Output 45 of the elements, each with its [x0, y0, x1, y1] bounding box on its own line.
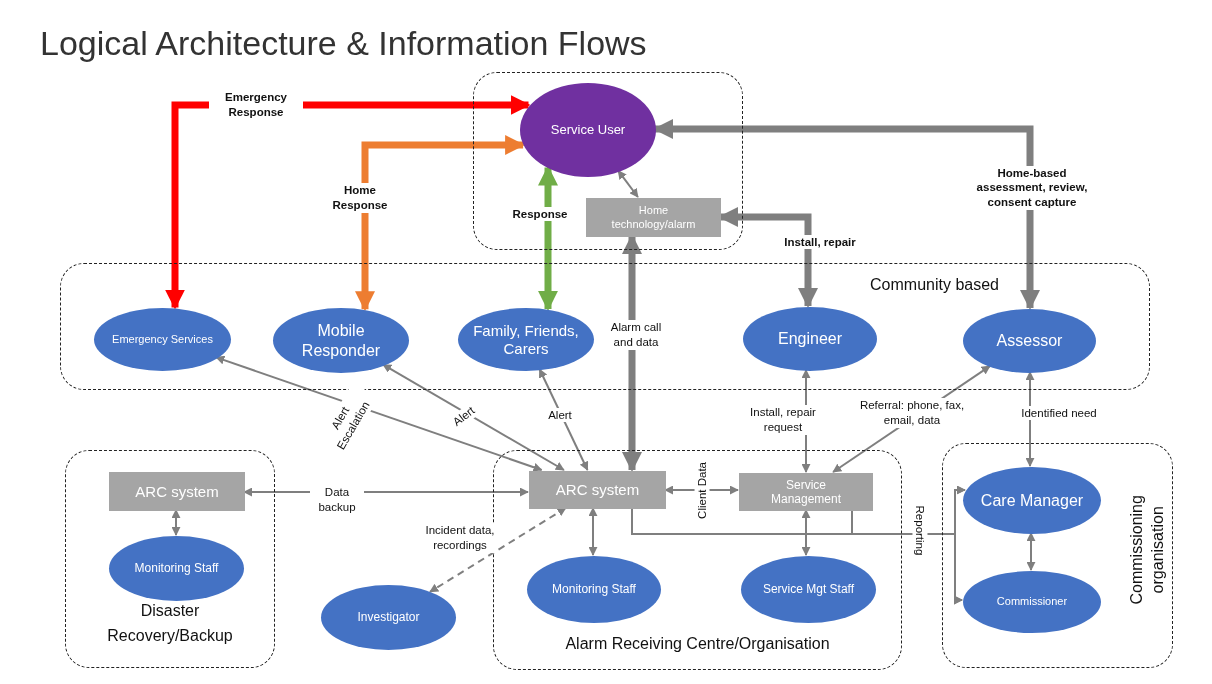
group-title: Commissioning organisation: [1127, 494, 1167, 605]
node-label: Assessor: [995, 331, 1064, 351]
arrow: [801, 509, 811, 556]
dashed-arrow: [429, 507, 567, 593]
arrow: [171, 509, 181, 536]
system-box: [739, 473, 873, 511]
dashed-group: [65, 450, 275, 668]
node-label: ARC system: [134, 482, 220, 501]
dashed-group: [60, 263, 1150, 390]
group-title: Community based: [870, 276, 999, 294]
node-label: Monitoring Staff: [133, 561, 220, 576]
group-title: Disaster Recovery/Backup: [106, 600, 234, 647]
arrow: [215, 355, 543, 472]
arrow: [382, 363, 565, 471]
node-label: Care Manager: [979, 490, 1085, 511]
arrow: [617, 169, 639, 198]
arrow: [538, 165, 558, 311]
node-label: Commissioner: [995, 595, 1069, 609]
edge-label: Incident data, recordings: [423, 523, 497, 553]
edge-label: Data backup: [310, 485, 364, 515]
arrow: [538, 368, 589, 471]
node-label: Engineer: [776, 329, 843, 349]
arrow: [1026, 532, 1036, 571]
group-title: Alarm Receiving Centre/Organisation: [564, 635, 831, 653]
node-label: Family, Friends, Carers: [472, 321, 580, 358]
node-label: Emergency Services: [111, 332, 214, 347]
system-box: [529, 471, 666, 509]
dashed-group: [473, 72, 743, 250]
node-label: Home technology/alarm: [610, 204, 697, 231]
arrow: [1025, 371, 1035, 467]
node-label: Monitoring Staff: [551, 582, 637, 597]
arrow: [355, 135, 526, 312]
arrow: [588, 507, 598, 556]
node-label: Service Mgt Staff: [761, 582, 856, 597]
node-label: Investigator: [356, 610, 421, 625]
node-label: Mobile Responder: [300, 321, 382, 360]
dashed-group: [493, 450, 902, 670]
node-label: Service Management: [769, 477, 842, 507]
node-label: Service User: [549, 122, 627, 138]
diagram-title: Logical Architecture & Information Flows: [40, 24, 647, 63]
edge-label: Emergency Response: [209, 90, 303, 120]
system-box: [109, 472, 245, 511]
system-box: [586, 198, 721, 237]
dashed-group: [942, 443, 1173, 668]
node-label: ARC system: [554, 481, 641, 499]
